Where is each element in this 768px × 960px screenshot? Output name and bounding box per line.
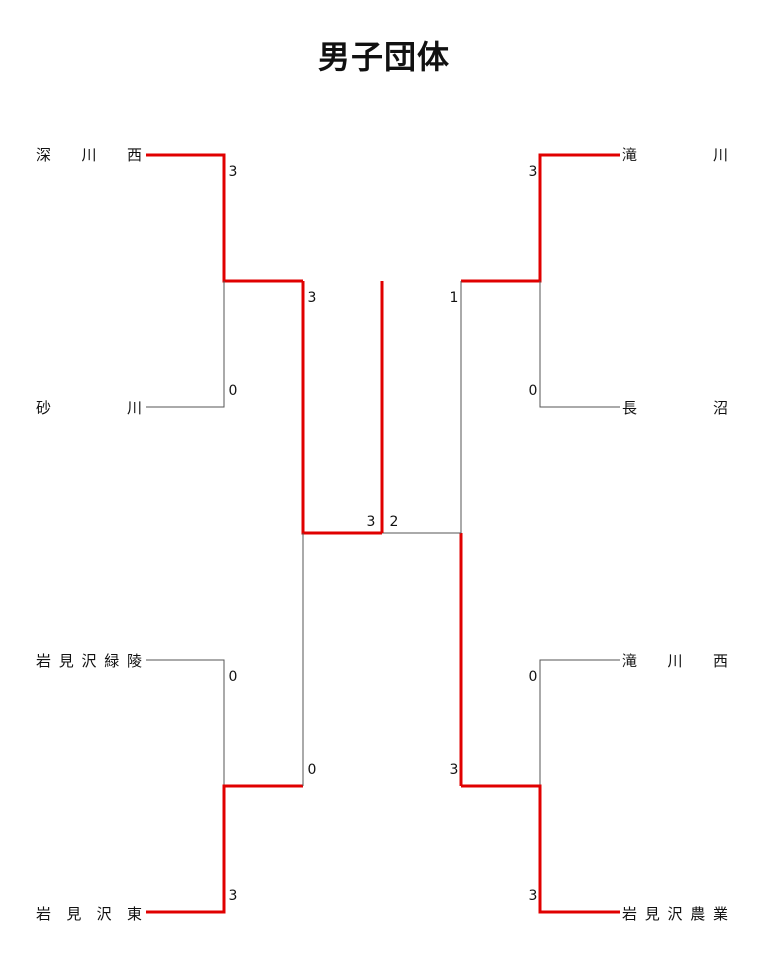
team-name-right-3: 滝川西 bbox=[622, 652, 728, 670]
score-semi-right-a: 1 bbox=[449, 290, 459, 306]
team-name-left-3: 岩見沢緑陵 bbox=[36, 652, 142, 670]
bracket-line-loser bbox=[146, 281, 225, 408]
team-name-left-1: 深川西 bbox=[36, 146, 142, 164]
bracket-line-winner bbox=[461, 153, 620, 283]
score-r1-left-top-a: 3 bbox=[228, 164, 238, 180]
score-semi-left-a: 3 bbox=[307, 290, 317, 306]
score-r1-right-bottom-a: 0 bbox=[528, 669, 538, 685]
score-final-right: 2 bbox=[389, 514, 399, 530]
score-r1-right-top-a: 3 bbox=[528, 164, 538, 180]
score-final-left: 3 bbox=[366, 514, 376, 530]
score-r1-left-bottom-b: 3 bbox=[228, 888, 238, 904]
team-name-left-4: 岩見沢東 bbox=[36, 905, 142, 923]
bracket-line-loser bbox=[146, 659, 225, 786]
score-semi-right-b: 3 bbox=[449, 762, 459, 778]
bracket-line-winner bbox=[146, 153, 303, 283]
team-name-right-1: 滝川 bbox=[622, 146, 728, 164]
bracket-line-winner bbox=[146, 784, 303, 914]
bracket-line-winner bbox=[461, 784, 620, 914]
score-r1-right-top-b: 0 bbox=[528, 383, 538, 399]
page-title: 男子団体 bbox=[317, 38, 450, 76]
bracket-line-loser bbox=[539, 659, 620, 786]
score-r1-left-bottom-a: 0 bbox=[228, 669, 238, 685]
score-r1-right-bottom-b: 3 bbox=[528, 888, 538, 904]
score-semi-left-b: 0 bbox=[307, 762, 317, 778]
bracket-line-loser bbox=[539, 281, 620, 408]
team-name-right-4: 岩見沢農業 bbox=[622, 905, 728, 923]
bracket-line-winner bbox=[301, 281, 382, 535]
team-name-right-2: 長沼 bbox=[622, 399, 728, 417]
score-r1-left-top-b: 0 bbox=[228, 383, 238, 399]
team-name-left-2: 砂川 bbox=[36, 399, 142, 417]
